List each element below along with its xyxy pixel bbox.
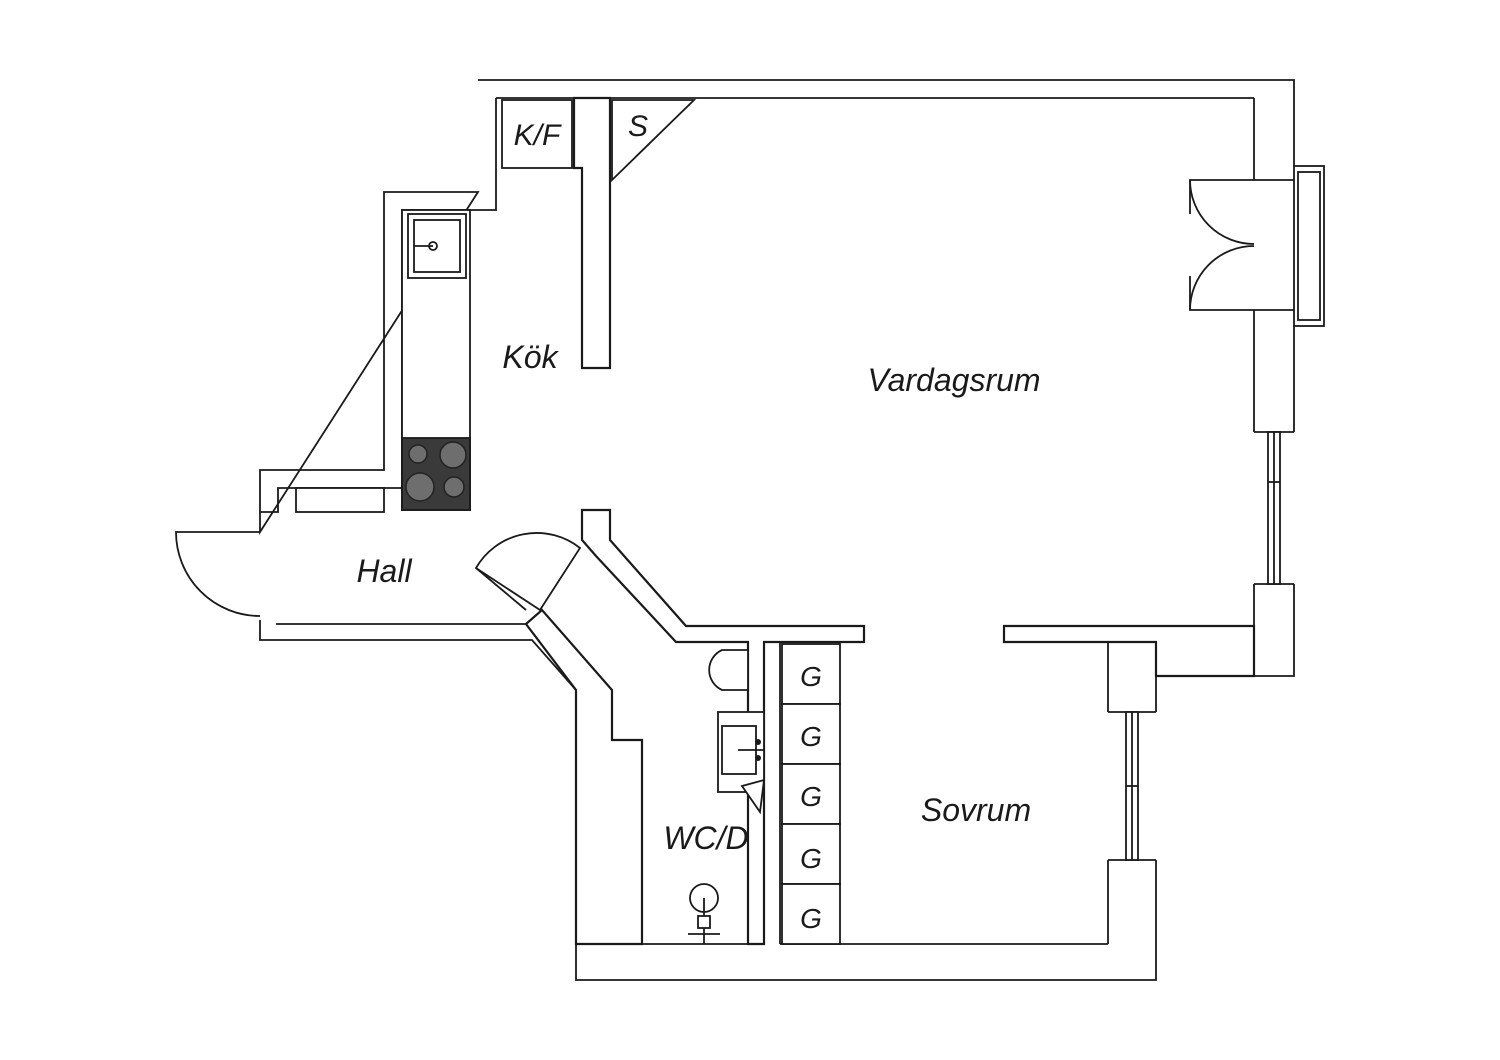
wardrobe-4 [781,823,841,885]
fridge-freezer: K/F [501,99,573,169]
wardrobe-label: G [800,721,822,752]
bath-left-wall [524,608,644,946]
interior-walls [524,96,1256,946]
burner-icon [439,441,467,469]
storage-closet: S [611,99,697,183]
wardrobe-5 [781,883,841,945]
room-label-kitchen: Kök [502,339,559,375]
balcony-door [1189,165,1325,327]
kitchen-partition [572,96,612,370]
window-bedroom [1125,711,1139,861]
room-label-hall: Hall [356,553,412,589]
wardrobe-label: G [800,661,822,692]
wardrobe-label: G [800,843,822,874]
room-label-living-room: Vardagsrum [867,362,1040,398]
room-label-bedroom: Sovrum [921,792,1031,828]
entry-door [175,531,261,617]
wardrobe-label: G [800,781,822,812]
wardrobe-label: G [800,903,822,934]
burner-icon [443,476,465,498]
storage-label: S [628,110,648,143]
room-labels: Kök Vardagsrum Hall WC/D Sovrum [356,339,1040,856]
living-bedroom-wall [1002,624,1256,678]
burner-icon [405,472,435,502]
toilet-icon [708,649,749,691]
bath-door [474,532,582,612]
window-living [1267,431,1281,585]
burner-icon [408,444,428,464]
wardrobe-1 [781,643,841,705]
fridge-freezer-label: K/F [514,119,562,152]
kitchen-counter [401,209,471,511]
wardrobes: G G G G G [781,643,841,945]
bathroom-fixtures [688,649,766,944]
wardrobe-2 [781,703,841,765]
room-label-bathroom: WC/D [663,820,748,856]
hall-shelf [295,487,385,513]
